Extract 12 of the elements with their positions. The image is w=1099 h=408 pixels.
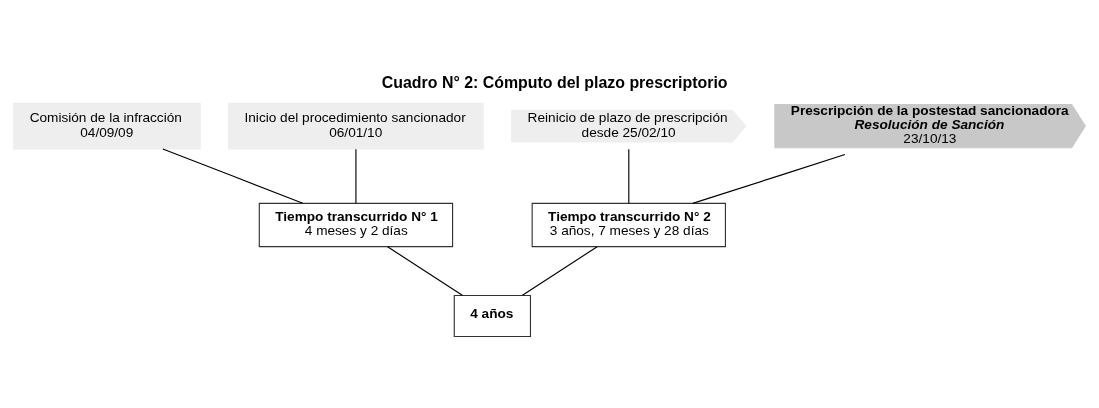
connector [521, 246, 598, 296]
connector [162, 148, 304, 204]
connector [387, 246, 463, 296]
connector [692, 154, 846, 204]
node-box: Comisión de la infracción 04/09/09 [13, 102, 201, 150]
connector [628, 148, 630, 204]
node-box: Tiempo transcurrido N° 1 4 meses y 2 días [258, 202, 454, 248]
node-box: 4 años [453, 294, 532, 337]
connector [355, 148, 357, 204]
diagram-title: Cuadro N° 2: Cómputo del plazo prescriptorio [381, 73, 728, 91]
node-box: Tiempo transcurrido N° 2 3 años, 7 meses y 28 días [531, 202, 726, 248]
node-box: Inicio del procedimiento sancionador 06/01/10 [228, 102, 484, 150]
